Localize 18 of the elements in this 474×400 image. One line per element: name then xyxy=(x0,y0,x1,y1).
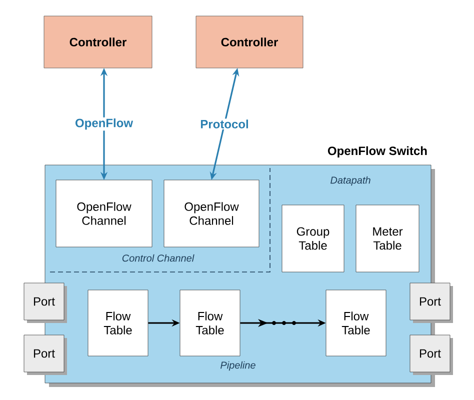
port-box: Port xyxy=(410,282,453,323)
table-box: Flow Table xyxy=(326,290,386,356)
table-box: Flow Table xyxy=(88,290,148,356)
table-box: OpenFlow Channel xyxy=(56,180,152,248)
table-box: Flow Table xyxy=(180,290,240,356)
table-box: Group Table xyxy=(282,204,344,272)
controller-box: Controller xyxy=(44,16,152,68)
edge-label: OpenFlow xyxy=(76,118,134,130)
table-box: OpenFlow Channel xyxy=(164,180,260,248)
table-box: Meter Table xyxy=(356,204,420,272)
pipeline-label: Pipeline xyxy=(220,361,256,371)
port-box: Port xyxy=(24,334,67,375)
edge-label: Protocol xyxy=(200,120,248,128)
port-box: Port xyxy=(410,334,453,375)
port-box: Port xyxy=(24,282,67,323)
controller-box: Controller xyxy=(196,16,304,68)
node-label: OpenFlow Switch xyxy=(328,146,427,158)
datapath-region: Datapath xyxy=(330,176,370,186)
